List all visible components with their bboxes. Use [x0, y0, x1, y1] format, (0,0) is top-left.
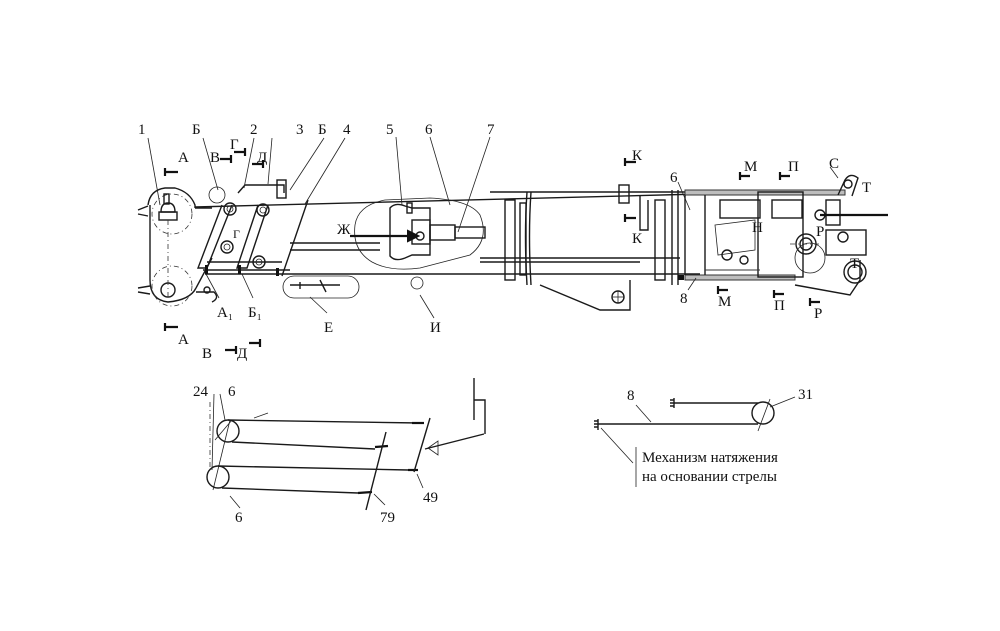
- section-m-bottom: М: [718, 294, 731, 310]
- telescoping-section-plates: [196, 179, 309, 277]
- rope-scheme-left: 24 6 6 79 49: [193, 378, 486, 526]
- section-g-inner: Г: [233, 227, 240, 241]
- pulley-31: [751, 401, 775, 425]
- detail-i-label: И: [430, 320, 441, 336]
- section-k-bottom: К: [632, 231, 643, 247]
- section-d-bottom: Д: [237, 346, 247, 362]
- section-g: Г: [230, 137, 239, 153]
- section-r-inner: Р: [816, 224, 824, 240]
- callout-1: 1: [138, 122, 146, 138]
- callout-8-scheme: 8: [627, 388, 635, 404]
- main-boom-view: 1 2 3 4 5 6 7 6 8 А А В В Г Г Д Д Б Б А₁…: [137, 122, 888, 362]
- section-m-top: М: [744, 159, 757, 175]
- section-p-bottom: П: [774, 298, 785, 314]
- section-b1: Б₁: [248, 305, 262, 321]
- callout-6-head: 6: [670, 170, 678, 186]
- section-p-top: П: [788, 159, 799, 175]
- callout-3: 3: [296, 122, 304, 138]
- tension-mechanism-note-line1: Механизм натяжения: [642, 450, 778, 466]
- callout-6-bottom: 6: [235, 510, 243, 526]
- detail-e-outline: [282, 275, 360, 299]
- section-d-top: Д: [257, 150, 267, 166]
- detail-zh-label: Ж: [337, 222, 351, 238]
- section-k-top: К: [632, 148, 643, 164]
- section-a1: А₁: [217, 305, 233, 321]
- callout-4: 4: [343, 122, 351, 138]
- boom-head-section: [678, 174, 888, 296]
- section-v-bottom: В: [202, 346, 212, 362]
- section-t-inner: Т: [850, 256, 859, 272]
- section-t-top: Т: [862, 180, 871, 196]
- callout-31: 31: [798, 387, 813, 403]
- callout-7: 7: [487, 122, 495, 138]
- section-n: Н: [752, 220, 763, 236]
- pulley-top: [216, 419, 240, 443]
- callout-6: 6: [425, 122, 433, 138]
- section-a-top: А: [178, 150, 189, 166]
- section-b-left: Б: [192, 122, 201, 138]
- tension-mechanism-note-line2: на основании стрелы: [642, 469, 777, 485]
- callout-79: 79: [380, 510, 395, 526]
- section-cut-markers: [163, 148, 820, 354]
- section-s: С: [829, 156, 839, 172]
- section-v-top: В: [210, 150, 220, 166]
- callout-8: 8: [680, 291, 688, 307]
- callout-24: 24: [193, 384, 209, 400]
- section-b-right: Б: [318, 122, 327, 138]
- rope-scheme-right: 8 31 Механизм натяжения на основании стр…: [594, 387, 813, 487]
- section-r-bottom: Р: [814, 306, 822, 322]
- section-a-bottom: А: [178, 332, 189, 348]
- callout-49: 49: [423, 490, 438, 506]
- middle-boom-section: [480, 184, 680, 311]
- callout-6-top: 6: [228, 384, 236, 400]
- detail-e-label: Е: [324, 320, 333, 336]
- callout-5: 5: [386, 122, 394, 138]
- callout-2: 2: [250, 122, 258, 138]
- leader-lines: [147, 136, 839, 319]
- detail-zh-head: [350, 197, 486, 270]
- boom-root-bracket: [137, 187, 218, 307]
